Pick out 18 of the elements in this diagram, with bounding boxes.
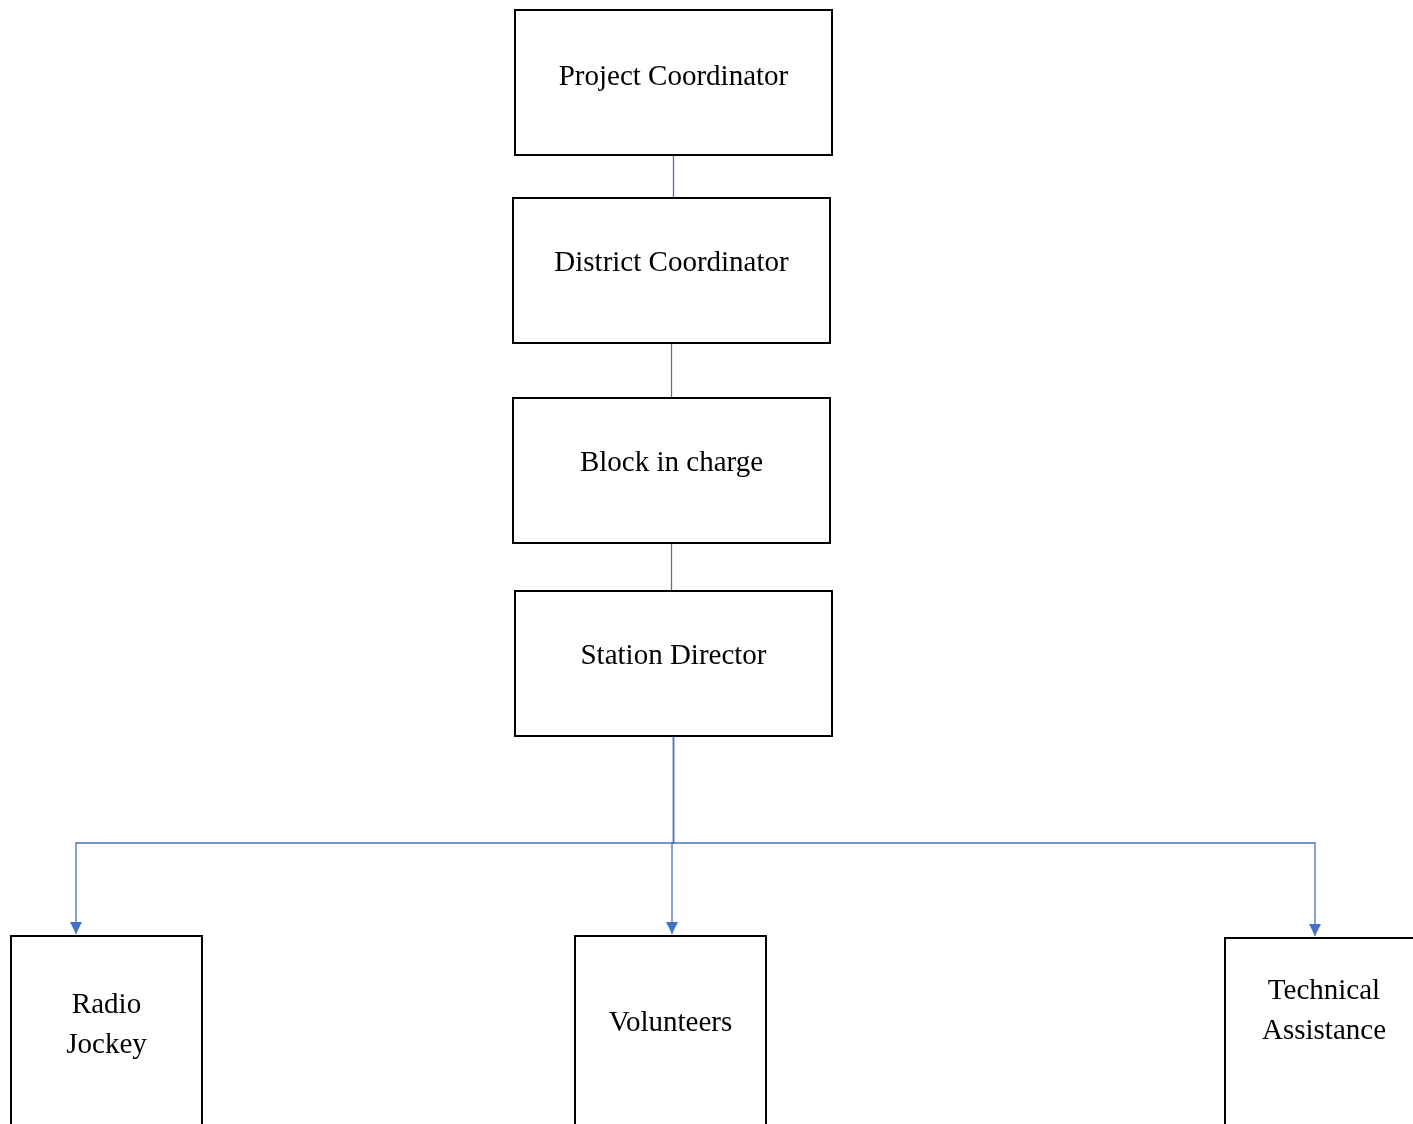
role-label: District Coordinator <box>553 244 790 279</box>
role-box <box>514 590 833 737</box>
role-box <box>512 197 831 344</box>
role-label: Block in charge <box>578 444 765 479</box>
role-label: Station Director <box>579 637 768 672</box>
role-label: Volunteers <box>607 1004 734 1039</box>
role-box <box>512 397 831 544</box>
connector-line <box>670 543 673 591</box>
arrow <box>672 736 1321 937</box>
connector-line <box>672 155 675 198</box>
role-box <box>1224 937 1413 1124</box>
role-label: Radio Jockey <box>65 986 148 1061</box>
role-label: Technical Assistance <box>1261 972 1387 1047</box>
connector-line <box>670 343 673 398</box>
role-box <box>574 935 767 1124</box>
role-box <box>10 935 203 1124</box>
role-label: Project Coordinator <box>557 58 790 93</box>
role-box <box>514 9 833 156</box>
